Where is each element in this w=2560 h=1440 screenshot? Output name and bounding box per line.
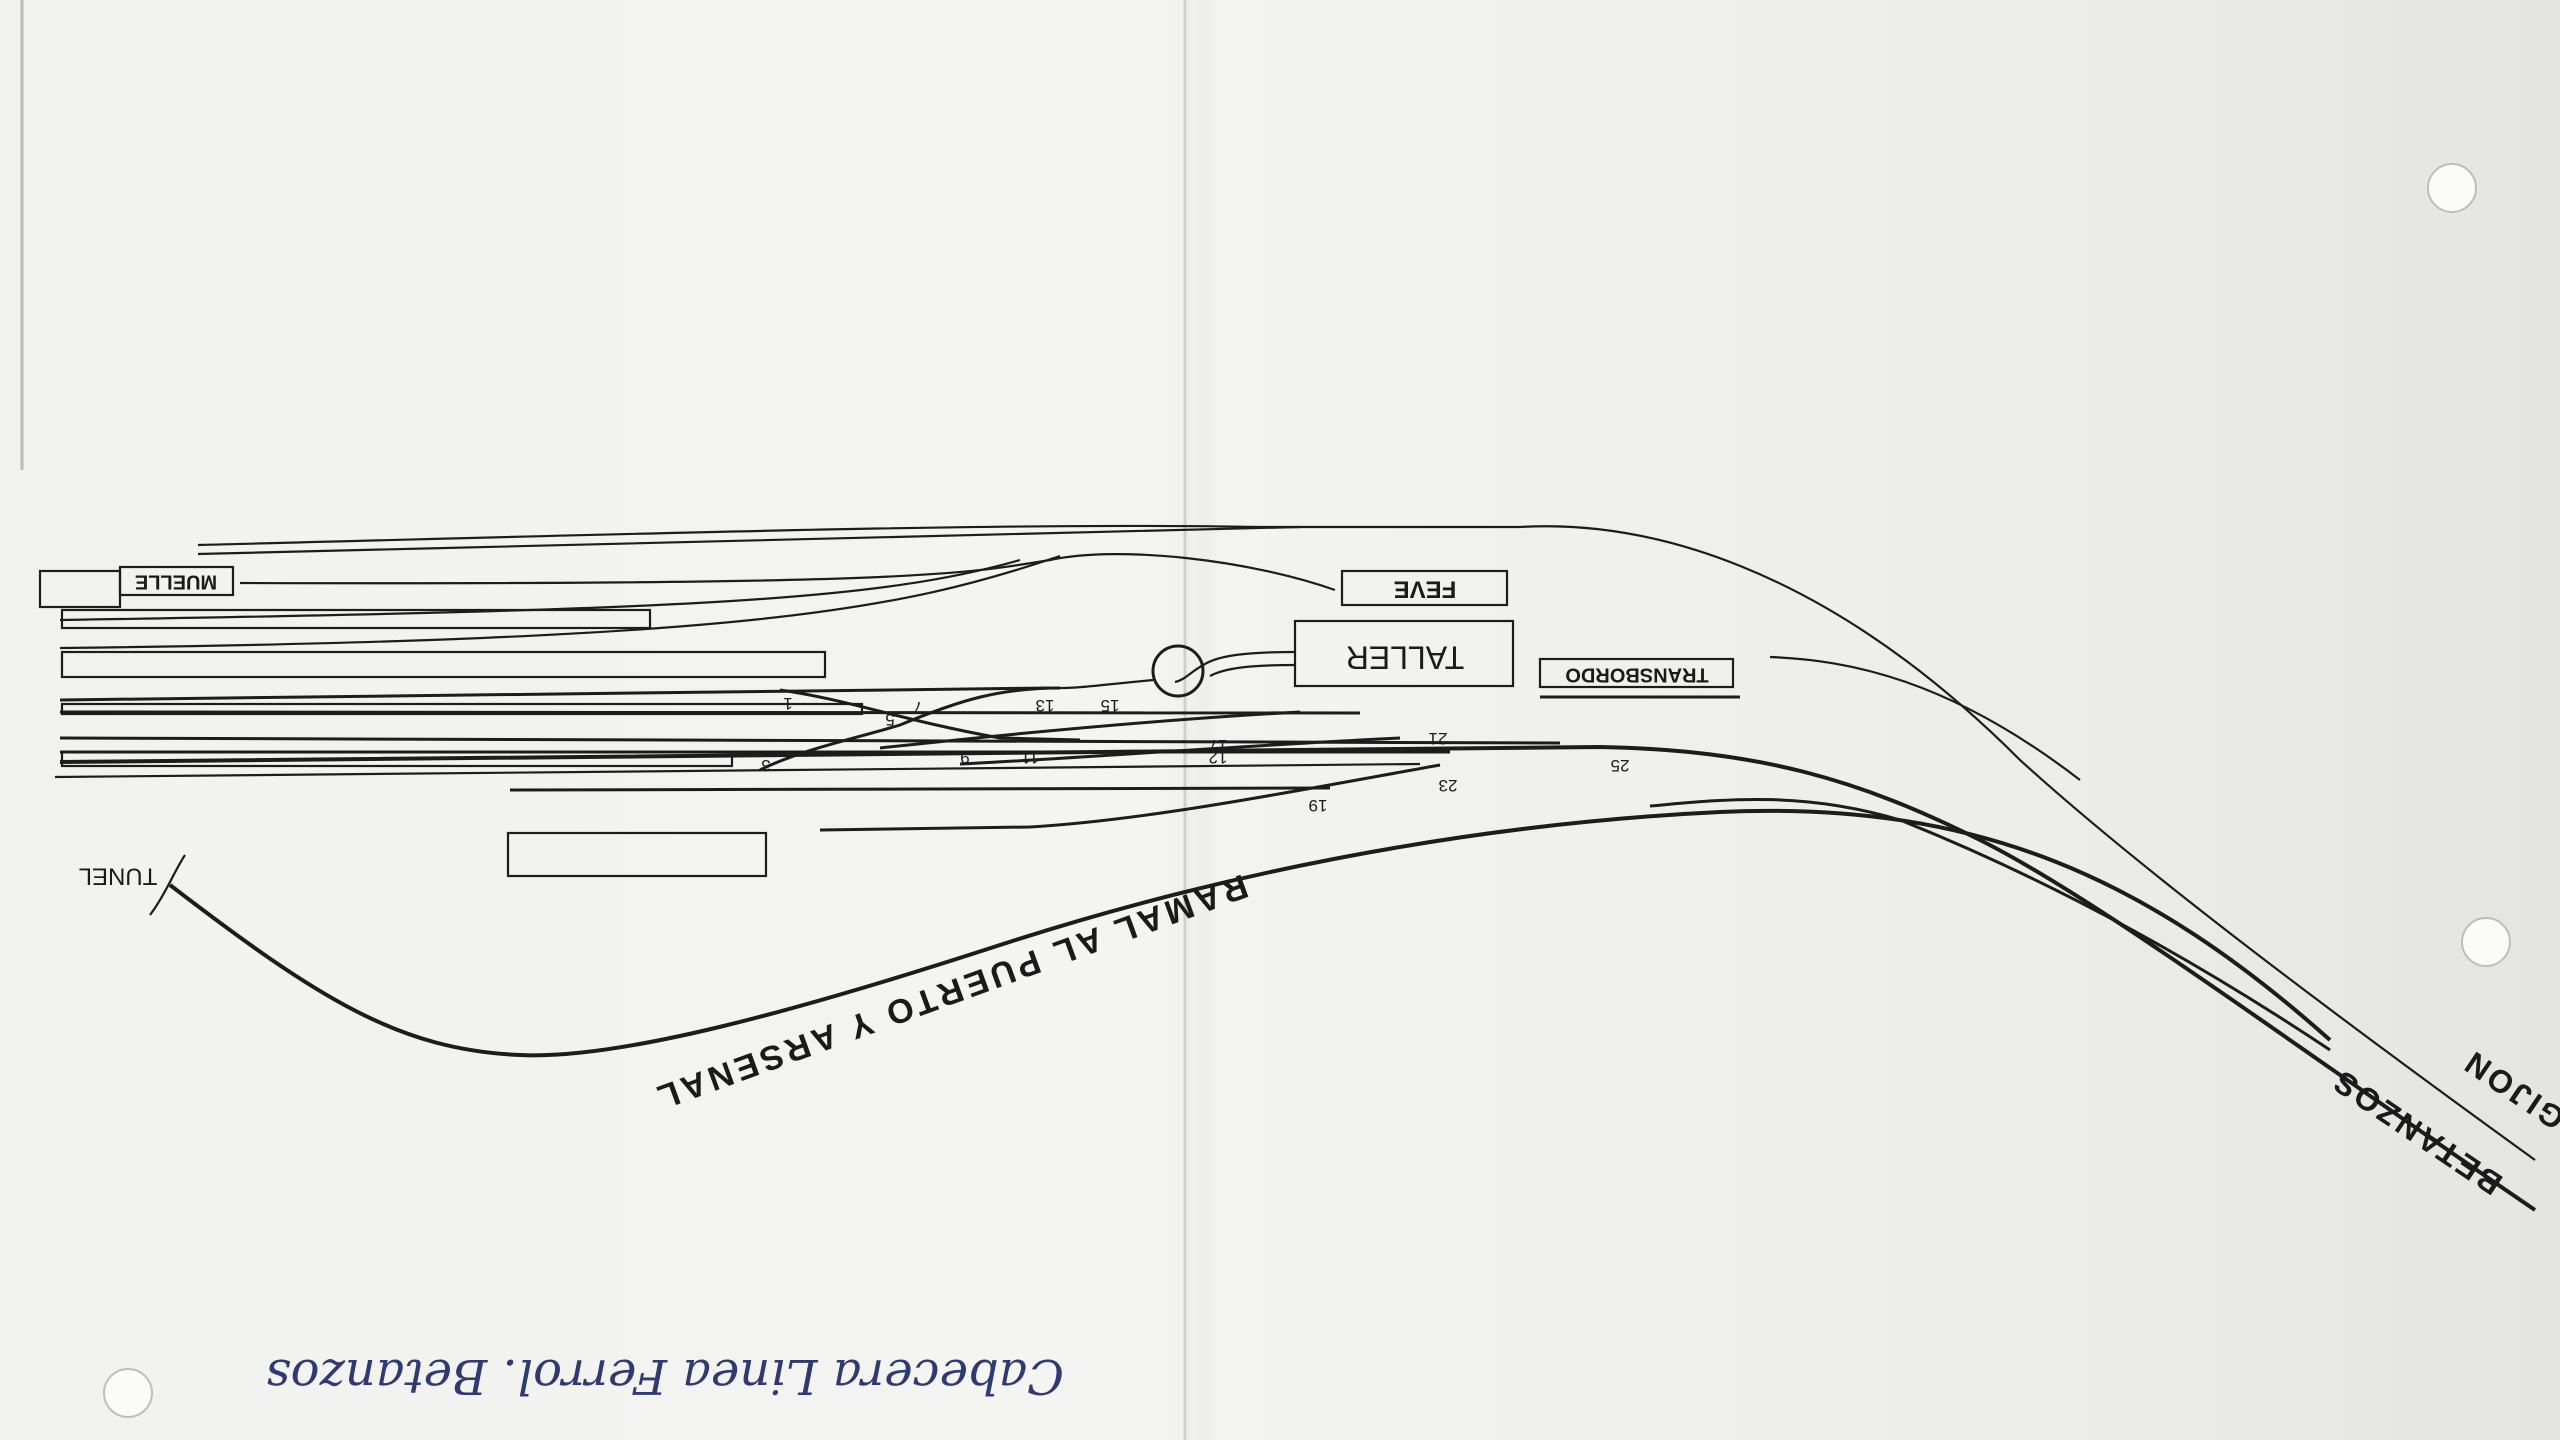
muelle-label: MUELLE <box>135 571 217 593</box>
gijon-label: GIJON <box>2456 1043 2560 1137</box>
platform-3 <box>60 702 864 716</box>
station-track-a <box>59 686 1051 702</box>
station-track-f <box>509 786 1331 792</box>
switch-number: 19 <box>1309 796 1328 815</box>
muelle-box <box>118 565 235 597</box>
siding-track-lower <box>59 554 1061 650</box>
tunel-label: TUNEL <box>79 863 158 890</box>
switch-number: 5 <box>885 710 894 729</box>
crossover-4 <box>959 736 1401 766</box>
taller-track-upper <box>1174 650 1296 684</box>
switch-number: 21 <box>1429 729 1448 748</box>
handwritten-caption: Cabecera Linea Ferrol. Betanzos <box>266 1348 1064 1404</box>
platform-4 <box>60 750 734 768</box>
switch-number: 9 <box>960 748 969 767</box>
track-1-top <box>197 524 1520 547</box>
station-track-e <box>54 762 1421 779</box>
gijon-main-track <box>1519 525 2536 1161</box>
taller-building <box>1293 619 1515 688</box>
switch-number: 15 <box>1101 696 1120 715</box>
switch-number: 12 <box>1209 748 1228 767</box>
platform-1 <box>60 608 652 630</box>
feve-label: FEVE <box>1394 576 1457 603</box>
platform-5 <box>506 831 768 878</box>
switch-number: 25 <box>1611 756 1630 775</box>
crossover-3 <box>879 710 1301 750</box>
ramal-puerto-arsenal-track <box>168 808 2332 1058</box>
switch-number: 7 <box>913 698 922 717</box>
ramal-label: RAMAL AL PUERTO Y ARSENAL <box>649 866 1253 1117</box>
tunel-portal <box>149 854 186 916</box>
transbordo-label: TRANSBORDO <box>1565 664 1708 686</box>
yard-lead-track <box>819 763 1441 832</box>
switch-number: 23 <box>1439 776 1458 795</box>
taller-track-lower <box>1209 663 1296 677</box>
station-track-b <box>59 710 1361 715</box>
platform-2 <box>60 650 827 679</box>
switch-number: 17 <box>1209 736 1228 755</box>
switch-number: 3 <box>761 756 770 775</box>
transbordo-building <box>1538 657 1735 689</box>
switch-number: 13 <box>1036 696 1055 715</box>
punch-hole <box>103 1368 153 1418</box>
feve-building <box>1340 569 1509 607</box>
muelle-platform-left <box>38 569 122 609</box>
punch-hole <box>2427 163 2477 213</box>
transbordo-branch <box>1769 655 2081 781</box>
crossover-1 <box>759 686 1061 772</box>
betanzos-second-track <box>1649 798 2331 1052</box>
punch-hole <box>2461 917 2511 967</box>
crossover-2 <box>779 688 1081 742</box>
feve-track <box>239 553 1336 592</box>
track-2-top <box>197 525 1301 556</box>
turntable-lead <box>1059 678 1154 690</box>
siding-track-upper <box>59 558 1021 622</box>
switch-number: 11 <box>1021 748 1039 767</box>
taller-label: TALLER <box>1346 640 1465 676</box>
betanzos-main-track <box>59 744 2537 1212</box>
switch-number: 1 <box>783 694 792 713</box>
turntable <box>1151 644 1205 698</box>
